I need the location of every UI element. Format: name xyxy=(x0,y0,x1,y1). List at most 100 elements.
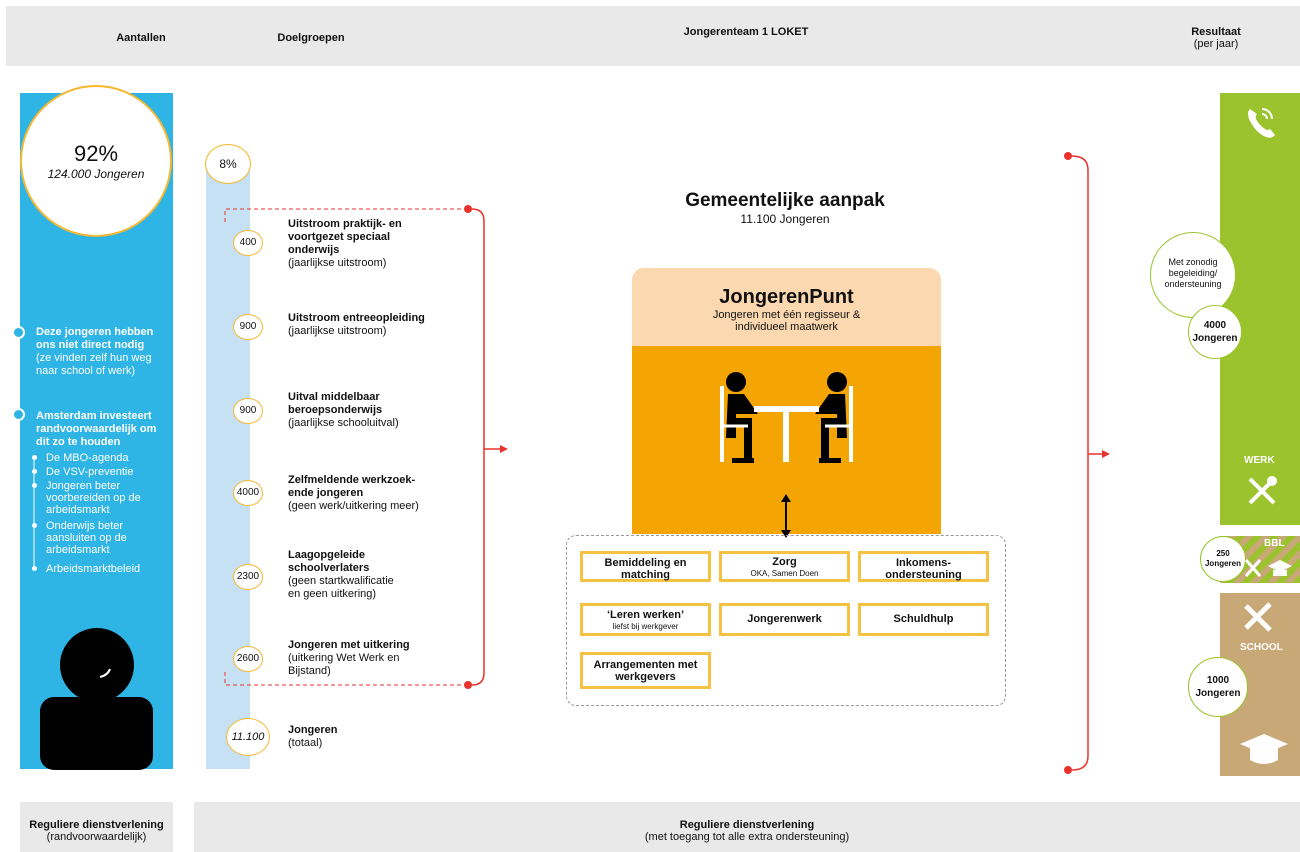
big-percentage: 92% xyxy=(73,141,119,166)
bullet-dot xyxy=(32,566,37,571)
group-title: Uitval middelbaar beroepsonderwijs xyxy=(288,391,383,416)
group-item: Uitval middelbaar beroepsonderwijs(jaarl… xyxy=(288,391,438,430)
werk-column xyxy=(1220,93,1300,525)
group-title: Laagopgeleide schoolverlaters xyxy=(288,549,370,574)
header-jongerenteam: Jongerenteam 1 LOKET xyxy=(683,26,809,38)
group-item: Zelfmeldende werkzoek-ende jongeren(geen… xyxy=(288,474,438,513)
group-item: Uitstroom entreeopleiding(jaarlijkse uit… xyxy=(288,312,458,338)
tools-icon xyxy=(1248,476,1277,505)
graduation-cap-icon xyxy=(1240,734,1288,764)
werk-count-circle: 4000 Jongeren xyxy=(1188,305,1242,359)
group-title: Jongeren met uitkering xyxy=(288,639,410,651)
service-title: Zorg xyxy=(772,556,797,568)
bbl-label: BBL xyxy=(1264,538,1285,549)
school-count: 1000 Jongeren xyxy=(1195,675,1241,699)
jp-title: JongerenPunt xyxy=(719,286,854,308)
group-count: 4000 xyxy=(233,480,263,506)
bullet-item: De MBO-agenda xyxy=(46,452,129,464)
bullet-connector-lines xyxy=(33,457,35,570)
service-title: ‘Leren werken’ xyxy=(606,609,685,621)
werk-label: WERK xyxy=(1244,455,1275,466)
services-container xyxy=(566,535,1006,706)
bullet-dot xyxy=(32,455,37,460)
group-total-title: Jongeren xyxy=(288,724,338,736)
group-sub: (uitkering Wet Werk en Bijstand) xyxy=(288,652,400,677)
percentage-circle: 92% 124.000 Jongeren xyxy=(20,85,172,237)
group-sub: (geen werk/uitkering meer) xyxy=(288,500,419,512)
note1-rest: (ze vinden zelf hun weg naar school of w… xyxy=(36,352,152,377)
footer-left-title: Reguliere dienstverlening xyxy=(29,819,164,831)
phone-icon xyxy=(1248,108,1275,138)
service-sub: liefst bij werkgever xyxy=(612,622,679,631)
bullet-dot xyxy=(32,523,37,528)
bullet-item: Arbeidsmarktbeleid xyxy=(46,563,141,575)
service-inkomens: Inkomens-ondersteuning xyxy=(858,551,989,582)
bbl-count: 250 Jongeren xyxy=(1204,549,1241,568)
group-total-sub: (totaal) xyxy=(288,737,323,749)
bullet-item: De VSV-preventie xyxy=(46,466,134,478)
group-item: Laagopgeleide schoolverlaters(geen start… xyxy=(288,549,398,601)
header-bar: Aantallen Doelgroepen Jongerenteam 1 LOK… xyxy=(6,6,1300,66)
group-count: 2600 xyxy=(233,646,263,672)
group-title: Uitstroom praktijk- en voortgezet specia… xyxy=(288,218,402,256)
service-title: Schuldhulp xyxy=(893,613,954,625)
service-schuldhulp: Schuldhulp xyxy=(858,603,989,636)
note-circle: Met zonodig begeleiding/ ondersteuning xyxy=(1150,232,1236,318)
service-arrangementen: Arrangementen met werkgevers xyxy=(580,652,711,689)
footer-left: Reguliere dienstverlening (randvoorwaard… xyxy=(20,802,173,852)
service-jongerenwerk: Jongerenwerk xyxy=(719,603,850,636)
note-invests: Amsterdam investeert randvoorwaardelijk … xyxy=(36,410,170,449)
group-count: 900 xyxy=(233,398,263,424)
big-percentage-label: 124.000 Jongeren xyxy=(47,167,145,181)
group-item: Jongeren met uitkering(uitkering Wet Wer… xyxy=(288,639,428,678)
person-icon xyxy=(40,628,153,770)
service-bemiddeling: Bemiddeling en matching xyxy=(580,551,711,582)
group-total-count: 11.100 xyxy=(226,718,270,756)
werk-count: 4000 Jongeren xyxy=(1192,320,1238,344)
arrow-down xyxy=(781,530,791,538)
header-doelgroepen: Doelgroepen xyxy=(277,32,345,44)
group-title: Zelfmeldende werkzoek-ende jongeren xyxy=(288,474,416,499)
service-title: Arrangementen met werkgevers xyxy=(593,659,698,683)
school-label: SCHOOL xyxy=(1240,642,1283,653)
footer-right-sub: (met toegang tot alle extra ondersteunin… xyxy=(644,831,850,843)
group-sub: (geen startkwalificatie en geen uitkerin… xyxy=(288,575,394,600)
service-title: Bemiddeling en matching xyxy=(604,557,687,581)
service-title: Jongerenwerk xyxy=(747,613,822,625)
jongerenpunt-panel xyxy=(632,346,941,534)
service-leren-werken: ‘Leren werken’liefst bij werkgever xyxy=(580,603,711,636)
result-note: Met zonodig begeleiding/ ondersteuning xyxy=(1164,257,1222,289)
bullet-dot xyxy=(32,469,37,474)
note1-bold: Deze jongeren hebben ons niet direct nod… xyxy=(36,326,154,351)
center-title: Gemeentelijke aanpak xyxy=(685,190,885,211)
school-count-circle: 1000 Jongeren xyxy=(1188,657,1248,717)
footer-left-sub: (randvoorwaardelijk) xyxy=(46,831,147,843)
group-count: 900 xyxy=(233,314,263,340)
group-count: 2300 xyxy=(233,564,263,590)
note-not-needed: Deze jongeren hebben ons niet direct nod… xyxy=(36,326,170,378)
resultaat-sub: (per jaar) xyxy=(1193,38,1239,50)
jp-subtitle: Jongeren met één regisseur & individueel… xyxy=(712,309,861,333)
bullet-dot xyxy=(32,483,37,488)
group-item: Uitstroom praktijk- en voortgezet specia… xyxy=(288,218,438,270)
meeting-table-icon xyxy=(720,372,853,532)
center-heading: Gemeentelijke aanpak 11.100 Jongeren xyxy=(640,190,930,226)
note-marker xyxy=(12,408,25,421)
group-sub: (jaarlijkse schooluitval) xyxy=(288,417,399,429)
footer-right-title: Reguliere dienstverlening xyxy=(679,819,815,831)
bbl-count-circle: 250 Jongeren xyxy=(1200,536,1246,582)
jongerenpunt-header: JongerenPunt Jongeren met één regisseur … xyxy=(632,268,941,346)
groups-pct-circle: 8% xyxy=(205,144,251,184)
resultaat-title: Resultaat xyxy=(1191,26,1241,38)
header-resultaat: Resultaat (per jaar) xyxy=(1166,26,1266,50)
group-sub: (jaarlijkse uitstroom) xyxy=(288,325,387,337)
center-subtitle: 11.100 Jongeren xyxy=(740,212,830,226)
footer-right: Reguliere dienstverlening (met toegang t… xyxy=(194,802,1300,852)
service-sub: OKA, Samen Doen xyxy=(750,569,819,578)
group-title: Uitstroom entreeopleiding xyxy=(288,312,425,324)
group-sub: (jaarlijkse uitstroom) xyxy=(288,257,387,269)
bullet-item: Jongeren beter voorbereiden op de arbeid… xyxy=(46,480,141,516)
note-marker xyxy=(12,326,25,339)
ruler-pencil-icon xyxy=(1244,602,1272,632)
